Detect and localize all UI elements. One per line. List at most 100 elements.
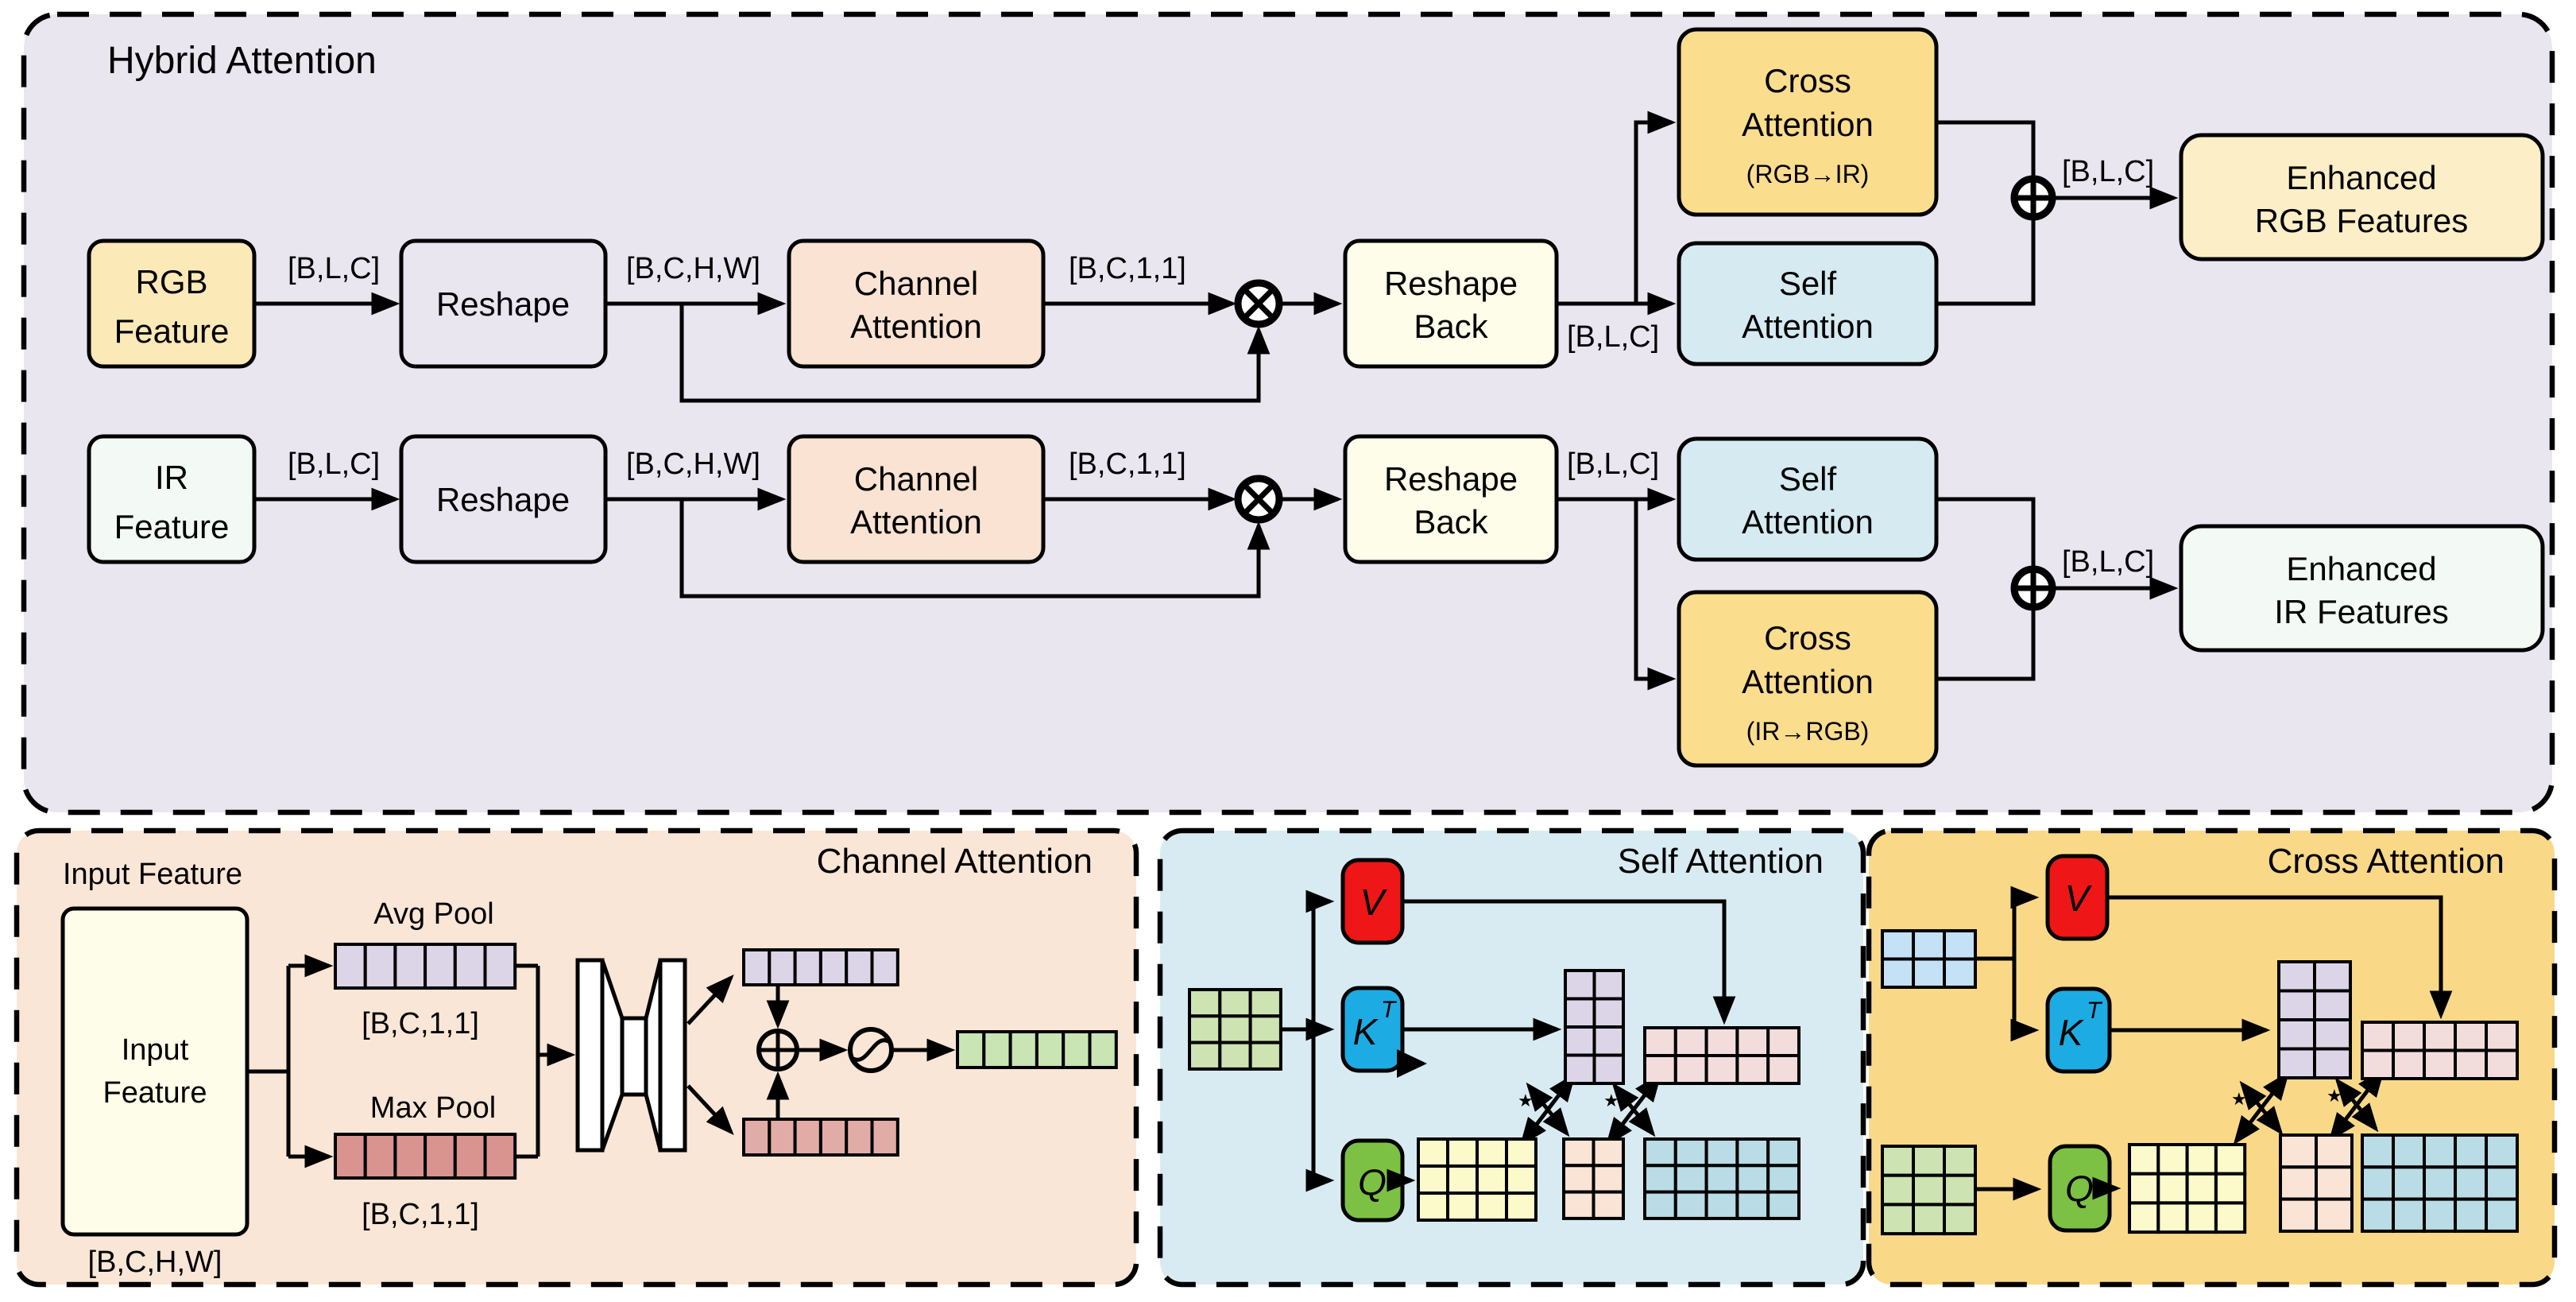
matrix-channel-mlp-avg-out-row [742, 948, 899, 986]
matrix-cell [1417, 1164, 1449, 1195]
matrix-cell [1704, 1137, 1739, 1168]
matrix-cell [483, 943, 517, 990]
dim-bchw: [B,C,H,W] [88, 1246, 222, 1279]
self-attn-label-1: Self [1779, 460, 1837, 498]
dim-blc: [B,L,C] [288, 252, 380, 285]
matrix-cell [1912, 957, 1946, 989]
matrix-self-q-matrix [1417, 1137, 1537, 1222]
matrix-cell [1735, 1190, 1770, 1220]
enhanced-rgb-label-2: RGB Features [2255, 202, 2468, 239]
enhanced-rgb-label-1: Enhanced [2286, 159, 2436, 196]
ir-row: IR Feature [B,L,C] Reshape [B,C,H,W] Cha… [87, 434, 2545, 768]
matrix-cell [2315, 1165, 2354, 1201]
matrix-cell [1673, 1190, 1708, 1220]
matrix-channel-output-row [956, 1030, 1118, 1069]
matrix-cell [2361, 1021, 2395, 1052]
cross-attn-direction: (IR→RGB) [1746, 717, 1870, 746]
matrix-cell [1188, 1014, 1222, 1044]
matrix-cell [2277, 1047, 2316, 1079]
self-attn-label-1: Self [1779, 265, 1837, 302]
matrix-cell [1673, 1026, 1708, 1057]
matrix-cell [2313, 1047, 2352, 1079]
matrix-channel-max-pool-row [334, 1133, 517, 1180]
star-icon: ★ [2327, 1086, 2342, 1106]
matrix-cross-query-input-matrix [1881, 1145, 1977, 1236]
matrix-cell [2313, 960, 2352, 993]
cross-attn-label-1: Cross [1764, 619, 1851, 657]
channel-attention-box-rgb [787, 238, 1046, 369]
self-panel-title: Self Attention [1618, 842, 1824, 881]
matrix-cell [1088, 1030, 1118, 1069]
matrix-cell [1592, 1190, 1625, 1220]
matrix-cell [2156, 1143, 2189, 1176]
matrix-cell [845, 948, 874, 986]
matrix-cell [1218, 1040, 1252, 1071]
matrix-cell [1673, 1054, 1708, 1085]
matrix-cell [870, 948, 899, 986]
matrix-cell [1704, 1190, 1739, 1220]
matrix-cell [2156, 1172, 2189, 1205]
pool-merge [515, 963, 540, 1159]
matrix-cell [2279, 1133, 2318, 1169]
matrix-cell [1735, 1164, 1770, 1194]
rgb-feature-label-1: RGB [135, 263, 207, 300]
matrix-cell [982, 1030, 1012, 1069]
matrix-cell [393, 943, 427, 990]
matrix-cell [1564, 997, 1596, 1029]
ir-feature-label-2: Feature [114, 508, 230, 545]
matrix-cell [1673, 1137, 1708, 1168]
channel-panel-title: Channel Attention [817, 842, 1093, 881]
matrix-cell [793, 1118, 822, 1157]
matrix-cell [363, 943, 397, 990]
matrix-cell [2277, 989, 2316, 1021]
matrix-self-v-matrix [1643, 1026, 1800, 1085]
matrix-cell [1446, 1164, 1479, 1195]
matrix-cell [334, 943, 367, 990]
v-label: V [1360, 882, 1388, 923]
extra-arrowhead [1397, 1049, 1427, 1078]
matrix-cell [742, 948, 772, 986]
avg-pool-caption: Avg Pool [373, 897, 493, 931]
matrix-cell [2392, 1048, 2426, 1080]
matrix-cell [1643, 1137, 1677, 1168]
branch-to-cross [1634, 499, 1677, 691]
matrix-cell [1417, 1137, 1449, 1168]
matrix-cell [2485, 1048, 2519, 1080]
matrix-cell [768, 948, 797, 986]
matrix-cell [1643, 1190, 1677, 1220]
self-attn-label-2: Attention [1742, 503, 1874, 541]
channel-attention-box-ir [787, 434, 1046, 564]
matrix-self-kt-matrix [1564, 969, 1625, 1085]
matrix-cell [1248, 1040, 1282, 1071]
v-route [2107, 895, 2453, 1020]
matrix-cell [1943, 957, 1977, 989]
matrix-cell [1062, 1030, 1092, 1069]
matmul-icon: ★ [1518, 1072, 1576, 1147]
matrix-cell [1476, 1137, 1508, 1168]
matrix-cell [2454, 1165, 2488, 1201]
matrix-cell [1592, 969, 1625, 1001]
q-label: Q [2065, 1168, 2094, 1209]
matrix-cell [1248, 1014, 1282, 1044]
matrix-cell [1735, 1137, 1770, 1168]
matrix-cell [2423, 1165, 2457, 1201]
dim-blc: [B,L,C] [1567, 448, 1659, 481]
matrix-cell [1188, 1040, 1222, 1071]
matrix-cell [1766, 1054, 1800, 1085]
matrix-cell [2423, 1021, 2457, 1052]
matrix-cell [1592, 1164, 1625, 1194]
matrix-cell [818, 1118, 849, 1157]
dim-blc: [B,L,C] [2062, 545, 2154, 579]
multiply-icon [1234, 475, 1283, 524]
edge [687, 975, 734, 1025]
input-feature-caption: Input Feature [63, 858, 242, 891]
hybrid-attention-panel: Hybrid Attention RGB Feature [B,L,C] Res… [21, 11, 2555, 816]
channel-attn-label-1: Channel [854, 460, 978, 498]
matrix-cell [363, 1133, 397, 1180]
matrix-cell [1562, 1137, 1595, 1168]
reshape-label: Reshape [436, 285, 570, 323]
matrix-cell [1564, 969, 1596, 1001]
matrix-cell [453, 1133, 487, 1180]
add-icon [2010, 565, 2056, 611]
